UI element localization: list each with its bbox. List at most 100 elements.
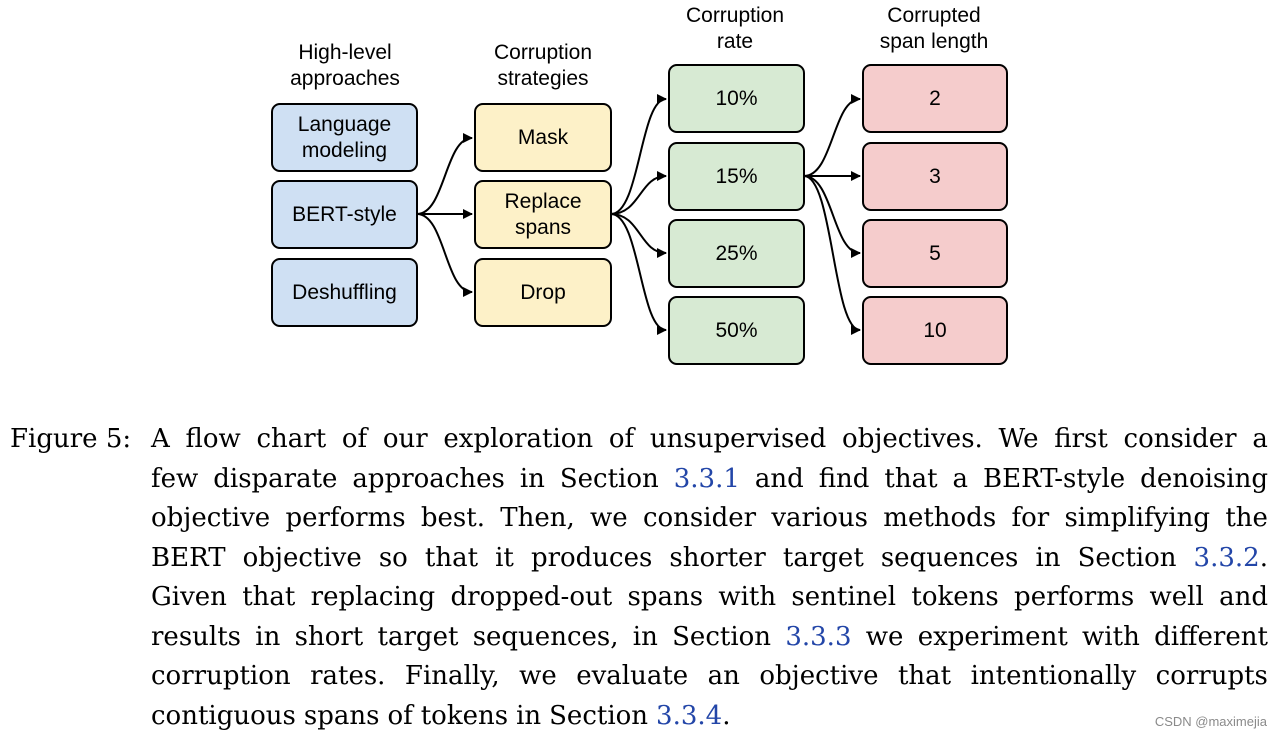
caption-word: simplifying xyxy=(1064,499,1210,539)
caption-word: in xyxy=(633,618,658,658)
caption-text: short xyxy=(294,621,364,652)
caption-word: objectives. xyxy=(842,420,983,460)
caption-text: that xyxy=(424,542,479,573)
caption-word: experiment xyxy=(918,618,1068,658)
caption-word: BERT-style xyxy=(983,460,1125,500)
caption-word: with xyxy=(1082,618,1140,658)
caption-text: We xyxy=(998,424,1039,454)
caption-text: spans xyxy=(627,582,704,612)
caption-word: in xyxy=(255,618,280,658)
caption-word: 3.3.4. xyxy=(656,697,730,737)
caption-word: sequences xyxy=(881,539,1019,579)
caption-text: an xyxy=(707,661,740,691)
header-approaches: High-level approaches xyxy=(290,41,400,90)
caption-text: simplifying xyxy=(1064,503,1211,533)
caption-word: in xyxy=(520,460,545,500)
caption-word: sequences, xyxy=(473,618,619,658)
caption-word: a xyxy=(953,460,969,500)
caption-text: first xyxy=(1054,424,1108,454)
caption-text: produces xyxy=(530,542,653,573)
caption-word: performs xyxy=(285,499,405,539)
caption-text: Section xyxy=(559,463,659,494)
section-link[interactable]: 3.3.3 xyxy=(785,621,852,652)
caption-word: find xyxy=(819,460,870,500)
caption-text: in xyxy=(255,621,281,652)
caption-word: that xyxy=(425,539,478,579)
caption-text: objectives. xyxy=(842,424,983,454)
arrow-15-to-5 xyxy=(803,175,861,258)
caption-text: a xyxy=(1252,424,1268,454)
caption-text: flow xyxy=(185,424,241,454)
caption-word: a xyxy=(1252,420,1268,460)
caption-word: an xyxy=(708,657,740,697)
flow-arrows xyxy=(416,94,861,335)
node-span-2: 2 xyxy=(862,64,1008,133)
node-bert-style: BERT-style xyxy=(271,180,418,249)
caption-text: disparate xyxy=(213,463,338,494)
node-span-10: 10 xyxy=(862,296,1008,365)
caption-word: we xyxy=(866,618,904,658)
caption-word: we xyxy=(590,499,628,539)
caption-text: the xyxy=(1225,503,1268,533)
caption-word: Then, xyxy=(500,499,574,539)
caption-word: 3.3.3 xyxy=(785,618,851,658)
node-span-5: 5 xyxy=(862,219,1008,288)
caption-word: approaches xyxy=(352,460,504,500)
caption-text: corrupts xyxy=(1155,661,1268,691)
node-rate-25: 25% xyxy=(668,219,805,288)
node-rate-50: 50% xyxy=(668,296,805,365)
caption-word: objective xyxy=(759,657,878,697)
caption-word: objective xyxy=(243,539,362,579)
arrow-replace-to-15 xyxy=(610,171,667,215)
caption-text: consider xyxy=(642,503,757,533)
caption-word: of xyxy=(609,420,634,460)
caption-word: well xyxy=(1150,578,1204,618)
section-link[interactable]: 3.3.4 xyxy=(656,700,723,731)
caption-word: dropped-out xyxy=(451,578,613,618)
caption-word: target xyxy=(378,618,459,658)
caption-word: replacing xyxy=(311,578,436,618)
caption-text: BERT-style xyxy=(983,463,1126,494)
caption-word: 3.3.2. xyxy=(1194,539,1268,579)
node-rate-10: 10% xyxy=(668,64,805,133)
section-link[interactable]: 3.3.1 xyxy=(673,463,740,494)
caption-word: denoising xyxy=(1140,460,1268,500)
caption-text: that xyxy=(242,582,296,612)
caption-text: sequences, xyxy=(472,621,619,652)
caption-text: methods xyxy=(883,503,997,533)
caption-word: tokens xyxy=(421,697,508,737)
header-span: Corrupted span length xyxy=(879,4,989,53)
caption-text: different xyxy=(1154,621,1268,652)
caption-word: evaluate xyxy=(576,657,688,697)
section-link[interactable]: 3.3.2 xyxy=(1193,542,1260,573)
caption-text: best. xyxy=(420,503,485,533)
caption-text: with xyxy=(718,582,777,612)
caption-word: various xyxy=(771,499,868,539)
caption-word: in xyxy=(516,697,541,737)
caption-word: 3.3.1 xyxy=(674,460,740,500)
caption-word: results xyxy=(151,618,241,658)
caption-word: our xyxy=(383,420,428,460)
arrow-replace-to-25 xyxy=(610,213,667,258)
node-language-modeling: Language modeling xyxy=(271,103,418,172)
caption-text: Section xyxy=(672,621,772,652)
caption-word: consider xyxy=(643,499,756,539)
caption-word: sentinel xyxy=(791,578,896,618)
caption-text: shorter xyxy=(669,542,766,573)
caption-word: of xyxy=(387,697,412,737)
caption-text: approaches xyxy=(352,463,505,494)
caption-text: we xyxy=(865,621,904,652)
caption-text: that xyxy=(884,463,938,494)
arrow-bert-to-mask xyxy=(416,133,473,215)
caption-text: . xyxy=(1259,542,1268,573)
caption-text: objective xyxy=(151,503,271,533)
caption-text: few xyxy=(151,463,199,494)
caption-text: our xyxy=(382,424,428,454)
caption-text: A xyxy=(151,424,170,454)
caption-word: shorter xyxy=(669,539,765,579)
caption-word: A xyxy=(151,420,170,460)
caption-text: denoising xyxy=(1140,463,1268,494)
caption-text: that xyxy=(897,661,952,691)
